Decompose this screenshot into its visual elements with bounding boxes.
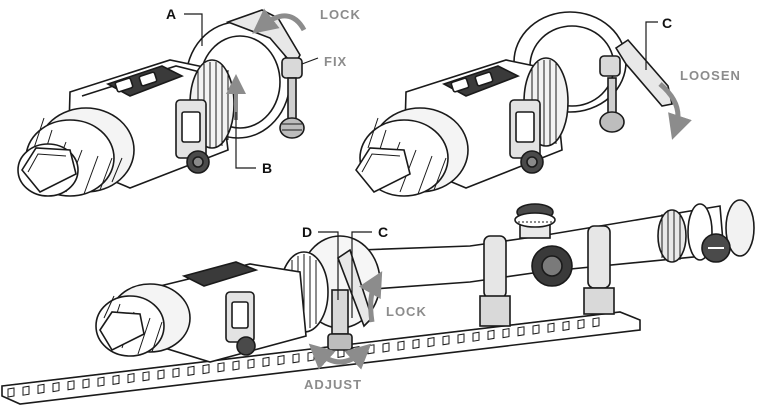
callout-label-b: B bbox=[262, 160, 272, 176]
eyepiece bbox=[725, 199, 755, 257]
objective-lens-2 bbox=[355, 107, 469, 197]
panel-loosen bbox=[355, 11, 673, 197]
scope-ring-rear bbox=[587, 225, 611, 289]
panel-lock-fix bbox=[17, 9, 305, 197]
objective-lens-1 bbox=[17, 107, 135, 197]
callout-label-c-bottom: C bbox=[378, 224, 388, 240]
device-body-1 bbox=[67, 59, 235, 189]
clamp-lever bbox=[225, 9, 305, 139]
action-label-fix: FIX bbox=[324, 54, 347, 69]
lock-arrow-1 bbox=[252, 8, 307, 34]
clamp-d bbox=[331, 289, 349, 335]
callout-lines-1 bbox=[184, 13, 319, 169]
clip-on-device bbox=[95, 235, 381, 363]
rifle-scope bbox=[359, 199, 755, 327]
action-label-loosen: LOOSEN bbox=[680, 68, 741, 83]
callout-label-a: A bbox=[166, 6, 176, 22]
lock-arrow-3 bbox=[358, 271, 383, 323]
action-label-lock-top: LOCK bbox=[320, 7, 361, 22]
elevation-turret bbox=[514, 203, 556, 239]
action-label-lock-bottom: LOCK bbox=[386, 304, 427, 319]
action-label-adjust: ADJUST bbox=[304, 377, 362, 392]
callout-label-d: D bbox=[302, 224, 312, 240]
adjust-arrow bbox=[308, 343, 372, 370]
callout-lines-2 bbox=[645, 21, 658, 70]
callout-lines-3 bbox=[318, 231, 372, 318]
scope-ring-front bbox=[483, 235, 507, 299]
loosen-arrow bbox=[658, 82, 692, 140]
callout-label-c-top: C bbox=[662, 15, 672, 31]
clamp-lever-2 bbox=[599, 38, 673, 133]
